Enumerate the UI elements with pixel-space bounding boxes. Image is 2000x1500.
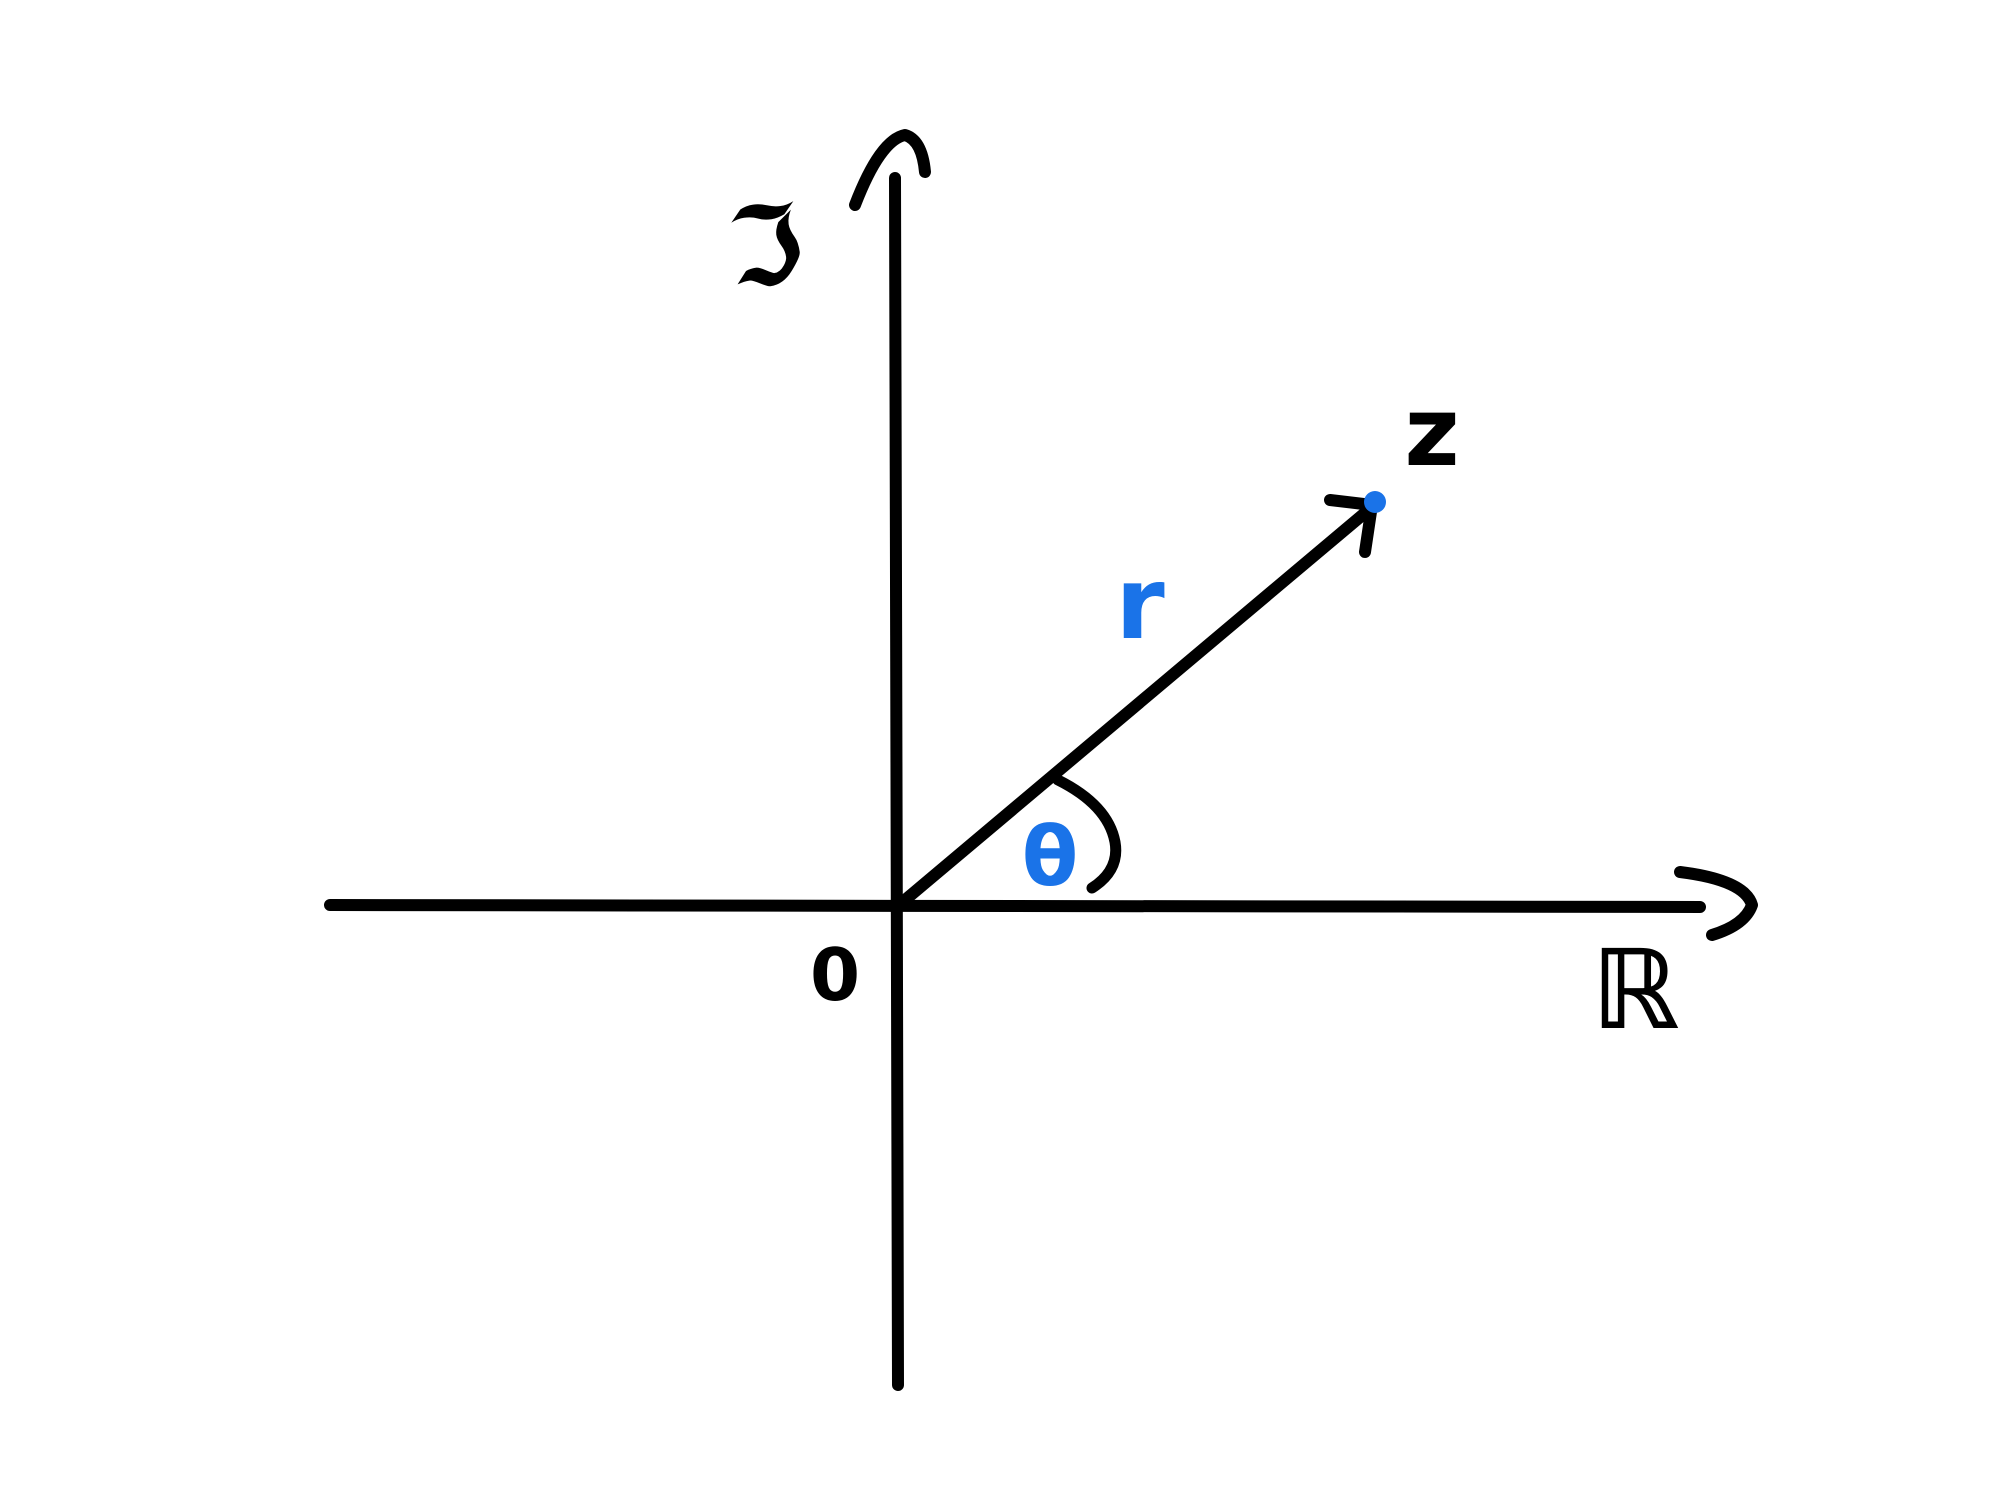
imaginary-axis-label: ℑ: [718, 178, 812, 315]
argument-label: θ: [1022, 810, 1078, 905]
imaginary-axis-arrowhead: [849, 129, 931, 211]
imaginary-axis-line: [889, 172, 904, 1391]
real-axis: [324, 866, 1758, 941]
point-z-label: z: [1404, 378, 1459, 488]
angle-arc: [1052, 774, 1122, 894]
vector-line: [899, 501, 1378, 906]
origin-label: 0: [810, 933, 860, 1017]
real-axis-line: [324, 899, 1706, 913]
real-axis-arrowhead: [1674, 866, 1758, 941]
modulus-label: r: [1115, 545, 1165, 662]
imaginary-axis: [849, 129, 931, 1391]
vector-z: [899, 491, 1386, 906]
point-z-dot: [1364, 491, 1386, 513]
real-axis-label: ℝ: [1591, 926, 1679, 1054]
